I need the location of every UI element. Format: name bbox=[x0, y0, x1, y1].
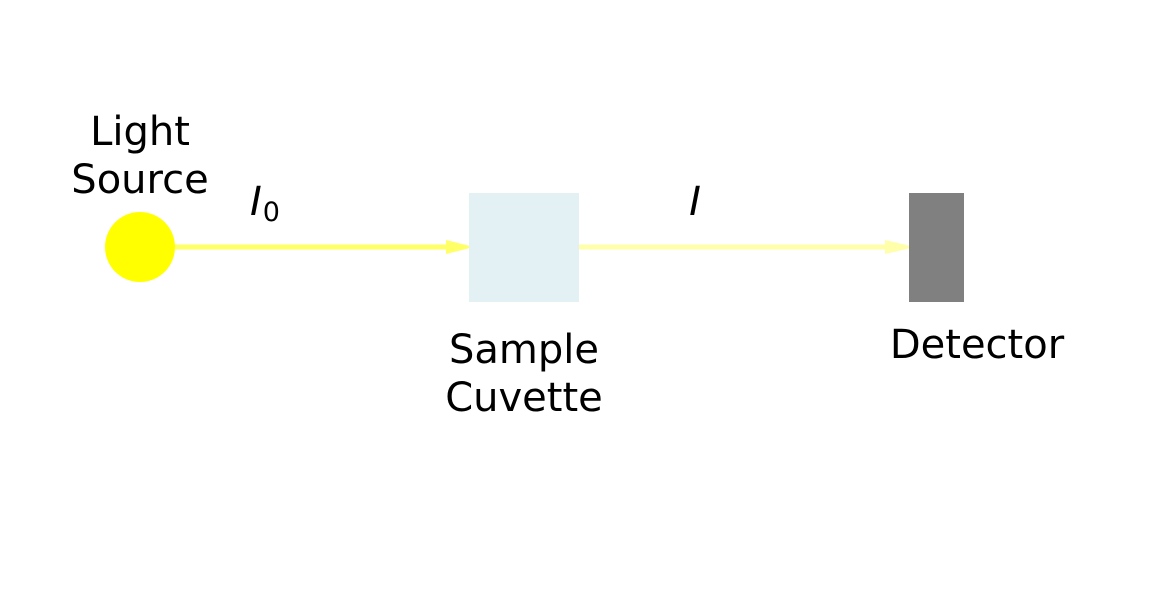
incident-beam bbox=[175, 240, 474, 254]
transmitted-intensity-label: I bbox=[689, 179, 701, 225]
detector bbox=[909, 193, 964, 302]
incident-intensity-symbol: I bbox=[250, 179, 262, 225]
light-source-label-line2: Source bbox=[71, 157, 208, 203]
light-source-label-line1: Light bbox=[90, 109, 190, 155]
transmitted-beam bbox=[579, 240, 915, 254]
incident-intensity-label: I0 bbox=[250, 179, 280, 228]
sample-cuvette bbox=[469, 193, 579, 302]
incident-beam-arrowhead bbox=[446, 240, 474, 254]
sample-cuvette-label-line1: Sample bbox=[449, 327, 599, 373]
sample-cuvette-label-line2: Cuvette bbox=[445, 375, 603, 421]
incident-intensity-subscript: 0 bbox=[263, 197, 280, 228]
detector-label: Detector bbox=[890, 322, 1065, 368]
light-source bbox=[105, 212, 175, 282]
transmitted-beam-arrowhead bbox=[885, 240, 915, 254]
